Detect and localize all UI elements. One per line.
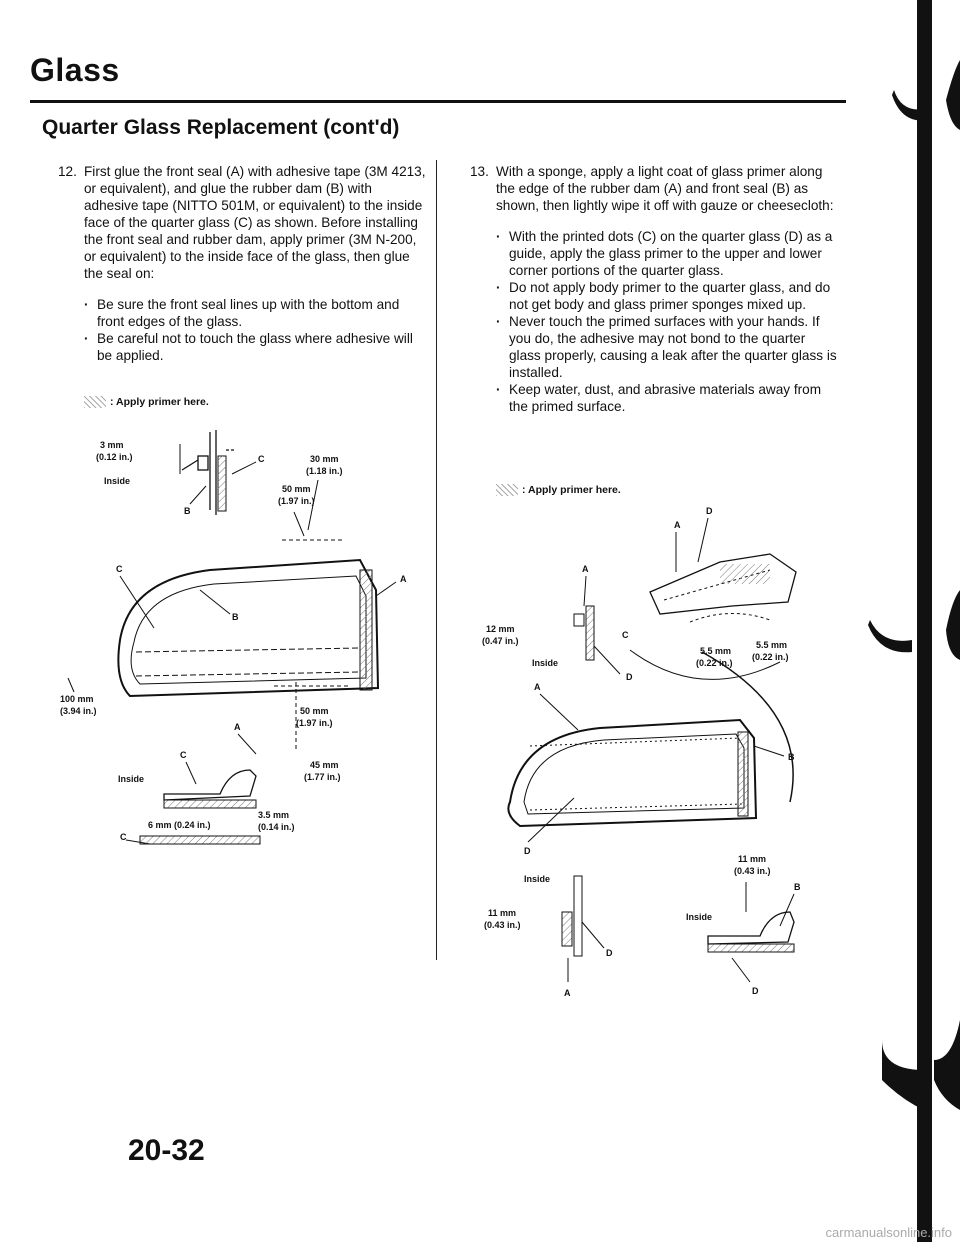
inside-label: Inside [524, 874, 550, 884]
callout-a: A [400, 574, 407, 584]
section-title: Glass [30, 52, 120, 88]
list-item: Be sure the front seal lines up with the… [84, 296, 426, 330]
dim-label: 30 mm [310, 454, 339, 464]
list-item: Never touch the primed surfaces with you… [496, 313, 840, 381]
page-number: 20-32 [128, 1134, 205, 1167]
dim-label: (0.43 in.) [484, 920, 521, 930]
step-13-text: With a sponge, apply a light coat of gla… [496, 164, 834, 213]
step-13-bullets: With the printed dots (C) on the quarter… [496, 228, 840, 415]
dim-label: (0.12 in.) [96, 452, 133, 462]
callout-a: A [674, 520, 681, 530]
dim-label: 11 mm [488, 908, 516, 918]
dim-label: (1.97 in.) [296, 718, 333, 728]
list-item: With the printed dots (C) on the quarter… [496, 228, 840, 279]
dim-label: 11 mm [738, 854, 766, 864]
dim-label: (0.22 in.) [696, 658, 733, 668]
hatch-swatch [496, 484, 518, 496]
callout-a: A [564, 988, 571, 998]
dim-label: 50 mm [300, 706, 329, 716]
inside-label: Inside [532, 658, 558, 668]
step-12-legend: : Apply primer here. [84, 396, 209, 408]
step-13-number: 13. [470, 164, 489, 179]
dim-label: (1.18 in.) [306, 466, 343, 476]
callout-a: A [534, 682, 541, 692]
callout-c: C [258, 454, 265, 464]
dim-label: (1.97 in.) [278, 496, 315, 506]
callout-a: A [234, 722, 241, 732]
callout-d: D [706, 506, 713, 516]
hatch-swatch [84, 396, 106, 408]
step-12-diagram: 3 mm (0.12 in.) Inside C B 30 mm (1.18 i… [60, 430, 407, 845]
callout-b: B [184, 506, 191, 516]
dim-label: 5.5 mm [700, 646, 731, 656]
callout-a: A [582, 564, 589, 574]
dim-label: 5.5 mm [756, 640, 787, 650]
callout-d: D [606, 948, 613, 958]
binding-marks [868, 0, 960, 1242]
step-13-legend: : Apply primer here. [496, 484, 621, 496]
callout-b: B [794, 882, 801, 892]
step-13: 13. With a sponge, apply a light coat of… [470, 163, 840, 415]
dim-label: 12 mm [486, 624, 515, 634]
list-item: Be careful not to touch the glass where … [84, 330, 426, 364]
header-rule [30, 100, 846, 103]
dim-label: (0.14 in.) [258, 822, 295, 832]
inside-label: Inside [118, 774, 144, 784]
dim-label: 6 mm (0.24 in.) [148, 820, 211, 830]
dim-label: (1.77 in.) [304, 772, 341, 782]
inside-label: Inside [686, 912, 712, 922]
dim-label: 100 mm [60, 694, 94, 704]
callout-c: C [116, 564, 123, 574]
callout-d: D [752, 986, 759, 996]
dim-label: (0.43 in.) [734, 866, 771, 876]
dim-label: 3 mm [100, 440, 124, 450]
step-12-number: 12. [58, 164, 77, 179]
column-divider [436, 160, 437, 960]
dim-label: (3.94 in.) [60, 706, 97, 716]
step-12: 12. First glue the front seal (A) with a… [58, 163, 426, 364]
dim-label: 45 mm [310, 760, 339, 770]
callout-c: C [180, 750, 187, 760]
step-12-text: First glue the front seal (A) with adhes… [84, 164, 426, 281]
dim-label: 50 mm [282, 484, 311, 494]
callout-c: C [622, 630, 629, 640]
page-subtitle: Quarter Glass Replacement (cont'd) [42, 116, 400, 139]
dim-label: 3.5 mm [258, 810, 289, 820]
inside-label: Inside [104, 476, 130, 486]
step-12-bullets: Be sure the front seal lines up with the… [84, 296, 426, 364]
watermark: carmanualsonline.info [825, 1225, 952, 1240]
list-item: Keep water, dust, and abrasive materials… [496, 381, 840, 415]
callout-d: D [524, 846, 531, 856]
list-item: Do not apply body primer to the quarter … [496, 279, 840, 313]
step-13-diagram: D A A 12 mm (0.47 in.) Inside C 5.5 mm (… [482, 506, 801, 998]
dim-label: (0.22 in.) [752, 652, 789, 662]
callout-c: C [120, 832, 127, 842]
dim-label: (0.47 in.) [482, 636, 519, 646]
callout-b: B [232, 612, 239, 622]
callout-d: D [626, 672, 633, 682]
